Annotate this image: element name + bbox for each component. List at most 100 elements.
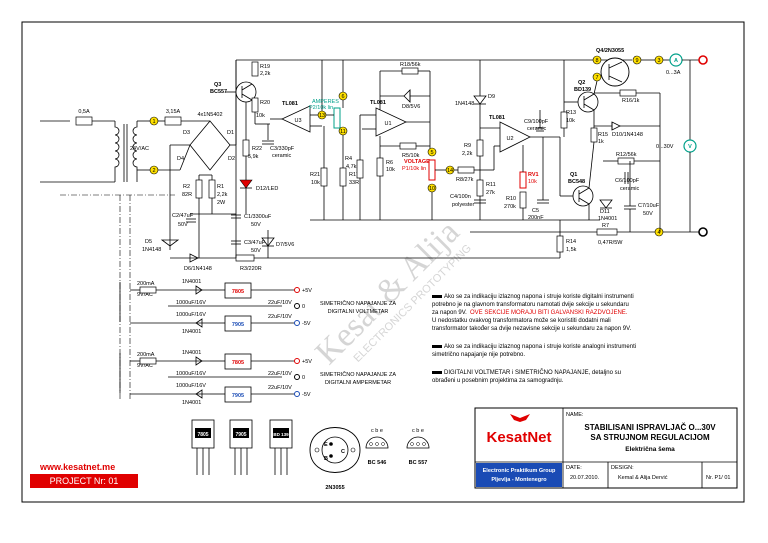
svg-text:27k: 27k: [486, 190, 495, 196]
svg-text:ceramic: ceramic: [527, 126, 547, 132]
svg-text:BC557: BC557: [210, 89, 227, 95]
svg-text:A: A: [674, 58, 678, 64]
svg-text:C3/47uF: C3/47uF: [244, 240, 266, 246]
svg-text:BD139: BD139: [574, 87, 591, 93]
svg-text:22uF/10V: 22uF/10V: [268, 385, 292, 391]
svg-text:U3: U3: [294, 118, 301, 124]
resistor-r16: [619, 89, 637, 97]
svg-text:transformator također sa dvije: transformator također sa dvije nezavisne…: [432, 326, 632, 332]
project-badge: [30, 474, 138, 488]
regulator-7905-b: [224, 386, 252, 403]
svg-text:Ako se za indikaciju izlaznog: Ako se za indikaciju izlaznog napona i s…: [444, 294, 634, 300]
svg-text:9V/AC: 9V/AC: [137, 363, 153, 369]
svg-text:P2/10k lin: P2/10k lin: [309, 105, 333, 111]
svg-text:BC 557: BC 557: [409, 460, 428, 466]
svg-text:NAME:: NAME:: [566, 412, 584, 418]
svg-text:1N4001: 1N4001: [182, 400, 201, 406]
svg-text:20.07.2010.: 20.07.2010.: [570, 475, 600, 481]
svg-text:TL081: TL081: [370, 100, 386, 106]
watermark-title: Kesat & Alija: [308, 213, 466, 371]
svg-text:10k: 10k: [311, 180, 320, 186]
regulator-7805-b: [224, 353, 252, 370]
input-stage: 0,5A 24V/AC 1 3,15A 2 4x1N5402 D3 D1 D4 …: [40, 60, 237, 400]
svg-text:polyester: polyester: [452, 202, 474, 208]
svg-text:10k: 10k: [528, 179, 537, 185]
svg-text:R17: R17: [349, 172, 359, 178]
svg-text:R7: R7: [602, 223, 609, 229]
svg-text:Q4/2N3055: Q4/2N3055: [596, 48, 624, 54]
svg-text:C3/330pF: C3/330pF: [270, 146, 295, 152]
svg-text:82R: 82R: [182, 192, 192, 198]
svg-text:10k: 10k: [386, 167, 395, 173]
transistor-q2: [577, 91, 599, 113]
aux-supply: R2 82R R1 2,2k 2W C2/47uF 50V C1/3300uF …: [142, 174, 330, 272]
svg-text:5: 5: [430, 150, 433, 156]
project-number: PROJECT Nr: 01: [50, 476, 119, 486]
svg-text:0,47R/5W: 0,47R/5W: [598, 240, 623, 246]
svg-text:R6: R6: [386, 160, 393, 166]
resistor-r18: [401, 67, 419, 75]
svg-text:potrebno je na glavnom transfo: potrebno je na glavnom transformatoru na…: [432, 302, 629, 308]
svg-text:D6/1N4148: D6/1N4148: [184, 266, 212, 272]
package-bc546: c b e BC 546: [365, 428, 389, 466]
svg-text:1,5k: 1,5k: [566, 247, 577, 253]
svg-text:200nF: 200nF: [528, 215, 544, 221]
svg-text:BC 546: BC 546: [368, 460, 387, 466]
schematic-title: STABILISANI ISPRAVLJAČ O...30V: [584, 423, 716, 432]
voltage-section: R18/56k D8/5V6 U1 TL081 R4 4,7k R6 10k R…: [345, 62, 480, 220]
svg-text:c b e: c b e: [412, 428, 424, 434]
resistor-r11: [476, 179, 484, 197]
svg-text:R15: R15: [598, 132, 608, 138]
svg-text:22uF/10V: 22uF/10V: [268, 371, 292, 377]
svg-text:D3: D3: [183, 130, 190, 136]
svg-text:5,9k: 5,9k: [248, 154, 259, 160]
svg-text:270k: 270k: [504, 204, 516, 210]
svg-text:R16/1k: R16/1k: [622, 98, 640, 104]
svg-text:1000uF/16V: 1000uF/16V: [176, 383, 206, 389]
svg-text:0...30V: 0...30V: [656, 144, 674, 150]
svg-text:Q3: Q3: [214, 82, 221, 88]
fuse1-label: 0,5A: [78, 109, 90, 115]
resistor-r20: [251, 97, 259, 113]
resistor-r2: [195, 179, 203, 199]
svg-text:7805: 7805: [232, 360, 244, 366]
svg-text:1k: 1k: [598, 139, 604, 145]
regulator-7805-a: [224, 282, 252, 299]
company-logo: KesatNet: [486, 414, 552, 446]
potentiometer-p1: [428, 159, 436, 181]
company-name: KesatNet: [486, 429, 551, 446]
svg-text:R13: R13: [566, 110, 576, 116]
ac24-label: 24V/AC: [130, 146, 149, 152]
svg-text:simetrično napajanje nije potr: simetrično napajanje nije potrebno.: [432, 352, 525, 358]
svg-text:DIGITALNI VOLTMETAR i SIMETRIČ: DIGITALNI VOLTMETAR i SIMETRIČNO NAPAJAN…: [444, 369, 621, 376]
control-section: D9 1N4148 R9 2,2k R11 27k C4/100n polyes…: [450, 60, 560, 221]
svg-text:D2: D2: [228, 156, 235, 162]
svg-text:2,2k: 2,2k: [462, 151, 473, 157]
svg-text:BC548: BC548: [568, 179, 585, 185]
svg-text:50V: 50V: [643, 211, 653, 217]
svg-text:Pljevlja - Montenegro: Pljevlja - Montenegro: [491, 477, 547, 483]
svg-text:R19: R19: [260, 64, 270, 70]
svg-text:obrađeni u posebnim projektima: obrađeni u posebnim projektima za samogr…: [432, 378, 564, 384]
voltage-label: VOLTAGE: [404, 159, 430, 165]
svg-text:9: 9: [635, 58, 638, 64]
resistor-r12: [617, 157, 635, 165]
transistor-q1: [572, 185, 594, 207]
svg-text:D12/LED: D12/LED: [256, 186, 278, 192]
svg-text:9V/AC: 9V/AC: [137, 292, 153, 298]
svg-text:1000uF/16V: 1000uF/16V: [176, 371, 206, 377]
svg-text:R5/10k: R5/10k: [402, 153, 420, 159]
svg-text:2,2k: 2,2k: [217, 192, 228, 198]
resistor-r8: [457, 166, 475, 174]
svg-text:U1: U1: [384, 121, 391, 127]
svg-text:3: 3: [657, 58, 660, 64]
svg-text:7905: 7905: [235, 432, 246, 438]
svg-text:22uF/10V: 22uF/10V: [268, 314, 292, 320]
svg-text:RV1: RV1: [528, 172, 539, 178]
node-8: [592, 55, 602, 65]
resistor-r6: [376, 157, 384, 177]
svg-text:+5V: +5V: [302, 359, 312, 365]
package-7905: 7905: [229, 419, 253, 475]
svg-text:1N4148: 1N4148: [455, 101, 474, 107]
fuse-3-15a: [164, 116, 182, 126]
